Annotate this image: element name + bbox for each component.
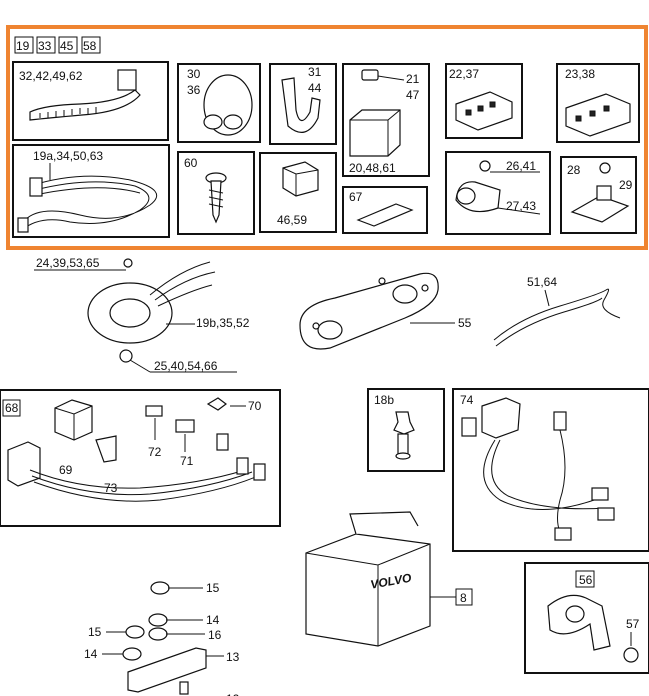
callout-70: 70 [248,399,262,413]
connector-23-part [565,93,631,137]
panel-harness-74: 74 [452,388,649,552]
callout-73: 73 [104,481,118,495]
cable-51-part [493,288,621,347]
nut-clip-part [570,195,630,223]
terminal-71-part [175,419,195,433]
callout-60: 60 [184,156,198,170]
callout-12: 12 [226,692,240,696]
header-code-4: 58 [83,39,97,53]
callout-16: 16 [208,628,222,642]
relay-small-part [282,161,319,197]
panel-pad: 67 [342,186,428,234]
panel-bracket-56: 56 57 [524,562,649,674]
panel-relay-small: 46,59 [259,152,337,233]
callout-27-43: 27,43 [506,199,536,213]
header-code-3: 45 [60,39,74,53]
callout-68: 68 [5,401,19,415]
panel-harness-68: 68 69 73 72 71 70 [0,389,281,527]
panel-clamp: 26,41 27,43 [445,151,551,235]
clip-part [281,77,321,133]
callout-72: 72 [148,445,162,459]
volvo-carton: VOLVO 8 [305,511,473,647]
connector-22-part [455,91,513,131]
cable-tie-part [29,89,141,121]
panel-clip: 31 44 [269,63,337,145]
harness-74-wires [483,429,607,533]
callout-31: 31 [308,65,322,79]
header-codes: 19 33 45 58 [14,36,101,54]
mount-hardware-assembly: 15 14 16 15 14 13 12 [84,581,240,696]
panel-harness-19a: 19a,34,50,63 [12,144,170,238]
callout-46-59: 46,59 [277,213,307,227]
bracket-56-part [547,594,611,651]
callout-24-39-53-65: 24,39,53,65 [36,256,100,270]
callout-21: 21 [406,72,420,86]
callout-55: 55 [458,316,472,330]
panel-cable-tie: 32,42,49,62 [12,61,169,141]
harness-68-wires [29,469,259,502]
callout-18b: 18b [374,393,394,407]
callout-51-64: 51,64 [527,275,557,289]
callout-8: 8 [460,591,467,605]
panel-grommet: 30 36 [177,63,261,143]
carton-part [305,533,431,647]
panel-pin-18b: 18b [367,388,445,472]
callout-14-right: 14 [206,613,220,627]
callout-28: 28 [567,163,581,177]
callout-56: 56 [579,573,593,587]
mount-bracket-13-part [127,647,207,693]
panel-nut-clip: 28 29 [560,156,637,234]
panel-connector-small: 22,37 [445,63,523,139]
kit-highlight-frame [6,25,648,250]
panel-screw: 60 [177,151,255,235]
terminal-72-part [145,405,163,417]
header-code-2: 33 [38,39,52,53]
callout-19a-34-50-63: 19a,34,50,63 [33,149,103,163]
callout-36: 36 [187,83,201,97]
cable-51-assembly: 51,64 [493,275,621,347]
callout-13: 13 [226,650,240,664]
callout-32-42-49-62: 32,42,49,62 [19,69,83,83]
callout-14-left: 14 [84,647,98,661]
callout-74: 74 [460,393,474,407]
callout-30: 30 [187,67,201,81]
header-code-1: 19 [16,39,30,53]
callout-22-37: 22,37 [449,67,479,81]
plate-55-assembly: 55 [299,272,472,350]
callout-15-left: 15 [88,625,102,639]
harness-19a-wires [21,175,158,231]
callout-69: 69 [59,463,73,477]
panel-relay: 21 47 20,48,61 [342,63,430,177]
callout-19b-35-52: 19b,35,52 [196,316,250,330]
pad-part [356,203,414,227]
callout-23-38: 23,38 [565,67,595,81]
callout-29: 29 [619,178,633,192]
callout-15-top: 15 [206,581,220,595]
panel-connector-large: 23,38 [556,63,640,143]
callout-71: 71 [180,454,194,468]
callout-44: 44 [308,81,322,95]
callout-20-48-61: 20,48,61 [349,161,396,175]
pin-18b-part [393,411,415,435]
callout-26-41: 26,41 [506,159,536,173]
callout-25-40-54-66: 25,40,54,66 [154,359,218,373]
callout-57: 57 [626,617,640,631]
callout-47: 47 [406,88,420,102]
harness-19b-assembly: 24,39,53,65 19b,35,52 25,40,54,66 [34,256,250,373]
callout-67: 67 [349,190,363,204]
mounting-plate-part [299,272,439,350]
